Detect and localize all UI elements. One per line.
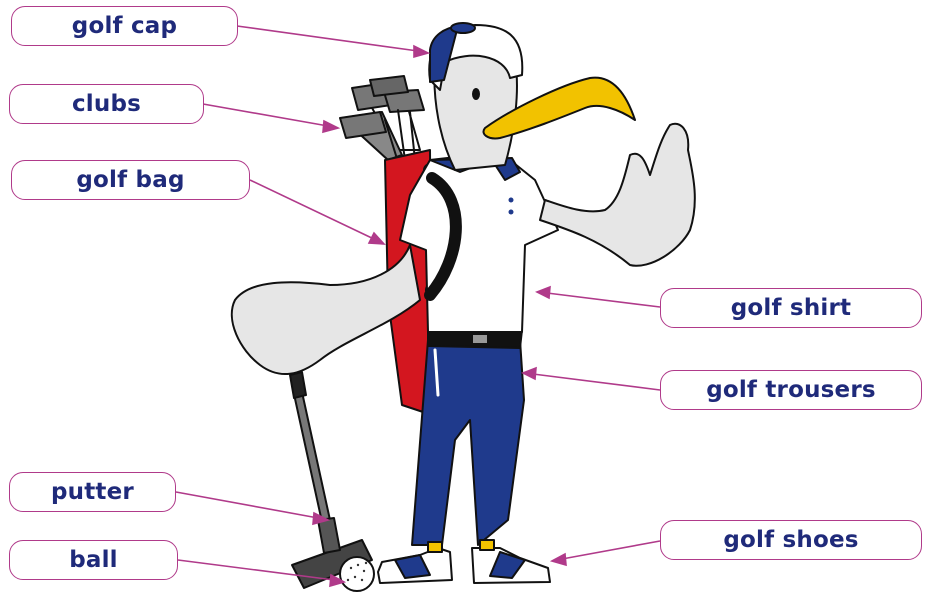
leader-golf-cap: [237, 26, 418, 51]
golf-ball-illustration: [340, 557, 374, 591]
shoes-illustration: [378, 540, 550, 583]
leader-golf-trousers: [533, 374, 660, 390]
leader-golf-bag: [250, 180, 376, 240]
leader-putter: [176, 492, 318, 518]
label-golf-shirt: golf shirt: [660, 288, 922, 328]
label-golf-trousers: golf trousers: [660, 370, 922, 410]
label-golf-cap: golf cap: [11, 6, 238, 46]
putter-illustration: [290, 372, 372, 588]
leader-golf-shirt: [547, 293, 660, 307]
label-golf-shoes: golf shoes: [660, 520, 922, 560]
clubs-illustration: [340, 76, 424, 162]
label-golf-bag: golf bag: [11, 160, 250, 200]
label-putter: putter: [9, 472, 176, 512]
trousers-illustration: [412, 340, 524, 545]
label-ball: ball: [9, 540, 178, 580]
label-clubs: clubs: [9, 84, 204, 124]
leader-golf-shoes: [562, 541, 660, 559]
leader-clubs: [203, 104, 328, 126]
right-wing-illustration: [540, 124, 695, 266]
